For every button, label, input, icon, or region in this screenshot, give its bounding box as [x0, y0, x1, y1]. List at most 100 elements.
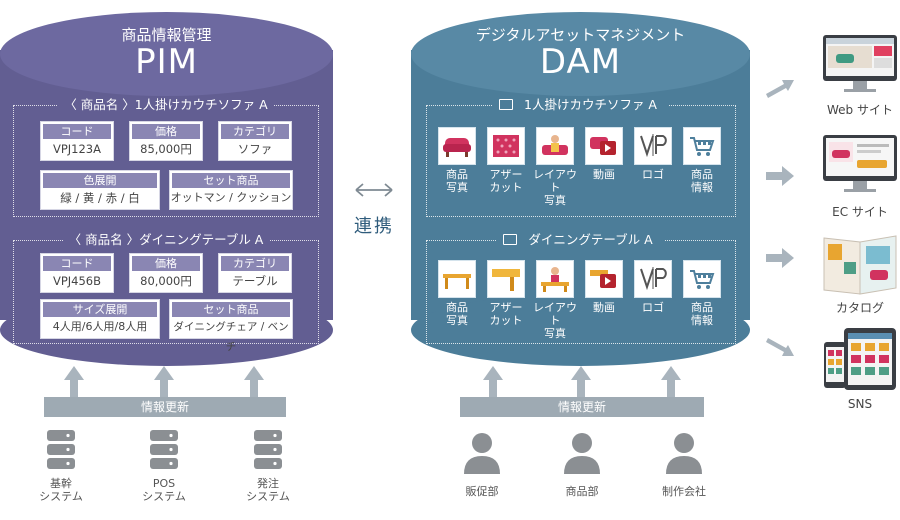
attr-set-items: セット商品 オットマン / クッション [169, 170, 293, 210]
asset-label: 商品 写真 [446, 301, 468, 327]
asset-logo: ロゴ [634, 260, 672, 314]
attr-label: セット商品 [172, 173, 290, 188]
vip-logo-icon [634, 127, 672, 165]
asset-label: 商品 写真 [446, 168, 468, 194]
attr-label: 価格 [132, 124, 200, 139]
table-othercut-icon [487, 260, 525, 298]
attr-set-items: セット商品 ダイニングチェア / ベンチ [169, 299, 293, 353]
asset-layout-photo: レイアウト 写真 [533, 260, 577, 340]
asset-label: レイアウト 写真 [533, 301, 577, 340]
asset-product-info: 商品 情報 [683, 127, 721, 194]
channel-ec-label: EC サイト [832, 205, 888, 219]
attr-value: テーブル [232, 274, 278, 288]
asset-label: 商品 情報 [691, 301, 713, 327]
dam-folder-group: 1人掛けカウチソファ A [426, 97, 736, 217]
person-icon [564, 433, 600, 474]
channel-web-label: Web サイト [827, 103, 893, 117]
attr-label: カテゴリ [221, 256, 289, 271]
channel-sns-label: SNS [847, 397, 873, 411]
attr-price: 価格 80,000円 [129, 253, 203, 293]
dam-update-bar: 情報更新 [460, 397, 704, 417]
pim-product-title: 〈 商品名 〉ダイニングテーブル A [62, 232, 270, 247]
pim-product-title: 〈 商品名 〉1人掛けカウチソファ A [58, 97, 274, 112]
source-promo-dept-label: 販促部 [465, 485, 499, 498]
attr-price: 価格 85,000円 [129, 121, 203, 161]
attr-label: コード [43, 124, 111, 139]
sofa-othercut-icon [487, 127, 525, 165]
asset-product-photo: 商品 写真 [438, 260, 476, 327]
folder-icon [503, 234, 518, 245]
source-product-dept-label: 商品部 [565, 485, 599, 498]
asset-other-cut: アザー カット [487, 127, 525, 194]
link-label: 連携 [354, 216, 394, 237]
attr-value: VPJ123A [52, 142, 101, 156]
attr-label: カテゴリ [221, 124, 289, 139]
pim-update-arrows [64, 366, 264, 404]
attr-value: ダイニングチェア / ベンチ [173, 321, 289, 353]
person-icon [464, 433, 500, 474]
source-production-co-label: 制作会社 [662, 485, 706, 498]
database-server-icon [150, 430, 178, 469]
attr-sizes: サイズ展開 4人用/6人用/8人用 [40, 299, 160, 339]
asset-product-photo: 商品 写真 [438, 127, 476, 194]
channel-catalog-label: カタログ [835, 301, 884, 315]
asset-label: ロゴ [642, 168, 664, 181]
video-icon [585, 127, 623, 165]
asset-label: 商品 情報 [691, 168, 713, 194]
asset-label: アザー カット [489, 168, 523, 194]
pim-title: PIM [135, 42, 198, 82]
bidirectional-arrow-icon [355, 183, 393, 197]
ec-site-icon [823, 135, 897, 192]
asset-layout-photo: レイアウト 写真 [533, 127, 577, 207]
table-layout-icon [536, 260, 574, 298]
attr-value: 緑 / 黄 / 赤 / 白 [60, 191, 140, 205]
asset-label: 動画 [593, 301, 615, 314]
dam-cylinder-bottom [411, 294, 750, 366]
attr-colors: 色展開 緑 / 黄 / 赤 / 白 [40, 170, 160, 210]
dam-folder-group: ダイニングテーブル A [426, 232, 736, 344]
asset-video: 動画 [585, 260, 623, 314]
asset-product-info: 商品 情報 [683, 260, 721, 327]
asset-label: アザー カット [489, 301, 523, 327]
dam-update-arrows [483, 366, 681, 404]
attr-value: 85,000円 [140, 142, 192, 156]
database-server-icon [47, 430, 75, 469]
dam-subtitle: デジタルアセットマネジメント [475, 26, 686, 44]
source-pos-label: POS システム [142, 477, 186, 503]
source-order-label: 発注 システム [246, 477, 290, 503]
pim-product-group: 〈 商品名 〉1人掛けカウチソファ A コード VPJ123A 価格 85,00… [13, 97, 319, 217]
attr-label: コード [43, 256, 111, 271]
pim-product-group: 〈 商品名 〉ダイニングテーブル A コード VPJ456B 価格 80,000… [13, 232, 319, 353]
database-server-icon [254, 430, 282, 469]
attr-value: オットマン / クッション [170, 191, 292, 204]
dam-cylinder-top [411, 12, 750, 96]
sofa-layout-icon [536, 127, 574, 165]
web-site-icon [823, 35, 897, 92]
cart-info-icon [683, 260, 721, 298]
attr-category: カテゴリ テーブル [218, 253, 292, 293]
channel-arrows [766, 80, 794, 356]
attr-category: カテゴリ ソファ [218, 121, 292, 161]
cart-info-icon [683, 127, 721, 165]
attr-label: サイズ展開 [43, 302, 157, 317]
attr-code: コード VPJ456B [40, 253, 114, 293]
asset-label: 動画 [593, 168, 615, 181]
attr-code: コード VPJ123A [40, 121, 114, 161]
pim-cylinder-top [0, 12, 333, 96]
dam-folder-title: ダイニングテーブル A [522, 232, 659, 247]
sofa-photo-icon [438, 127, 476, 165]
dam-title: DAM [539, 42, 622, 82]
asset-label: レイアウト 写真 [533, 168, 577, 207]
person-icon [666, 433, 702, 474]
attr-label: 価格 [132, 256, 200, 271]
video-icon [585, 260, 623, 298]
attr-value: ソファ [237, 142, 273, 156]
attr-value: 80,000円 [140, 274, 192, 288]
attr-value: 4人用/6人用/8人用 [52, 320, 148, 333]
asset-other-cut: アザー カット [487, 260, 525, 327]
attr-value: VPJ456B [52, 274, 102, 288]
attr-label: 色展開 [43, 173, 157, 188]
pim-subtitle: 商品情報管理 [121, 26, 212, 44]
pim-update-bar: 情報更新 [44, 397, 286, 417]
vip-logo-icon [634, 260, 672, 298]
